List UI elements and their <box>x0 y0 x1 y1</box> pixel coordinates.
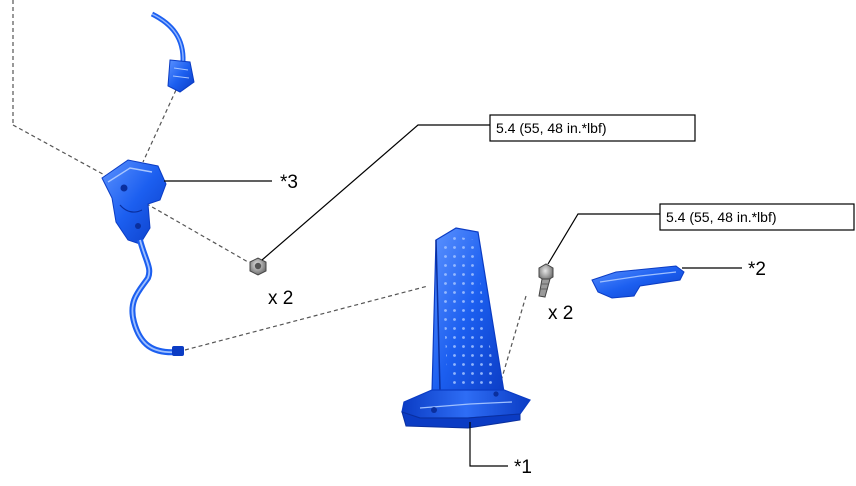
torque-spec-nut: 5.4 (55, 48 in.*lbf) <box>496 120 607 136</box>
leader-line-pedal <box>469 422 508 467</box>
dashed-line-edge-to-sensor <box>12 124 111 179</box>
torque-callout-bolt: 5.4 (55, 48 in.*lbf) <box>659 203 855 231</box>
quantity-nut: x 2 <box>268 288 293 309</box>
leader-line-bolt-torque <box>547 213 660 265</box>
part-label-cover: *2 <box>748 259 766 280</box>
pedal-cover <box>591 265 685 299</box>
leader-line-nut-torque <box>261 124 490 261</box>
dashed-line-sensor-to-nut <box>139 199 249 263</box>
part-label-sensor: *3 <box>280 172 298 193</box>
alignment-dashed-lines <box>12 0 527 389</box>
dashed-line-bolt-to-pedal <box>498 295 527 389</box>
nut-hardware <box>249 257 267 276</box>
torque-spec-bolt: 5.4 (55, 48 in.*lbf) <box>666 209 777 225</box>
accelerator-pedal <box>401 227 531 429</box>
quantity-bolt: x 2 <box>548 303 573 324</box>
leader-lines <box>164 124 742 467</box>
dashed-line-connector-to-sensor <box>142 89 177 163</box>
pedal-sensor-bracket <box>101 159 184 356</box>
bolt-hardware <box>538 263 554 298</box>
wire-harness-connector <box>150 11 195 93</box>
dashed-line-harness-to-pedal <box>184 285 429 351</box>
part-label-pedal: *1 <box>514 457 532 478</box>
torque-callout-nut: 5.4 (55, 48 in.*lbf) <box>489 114 696 142</box>
